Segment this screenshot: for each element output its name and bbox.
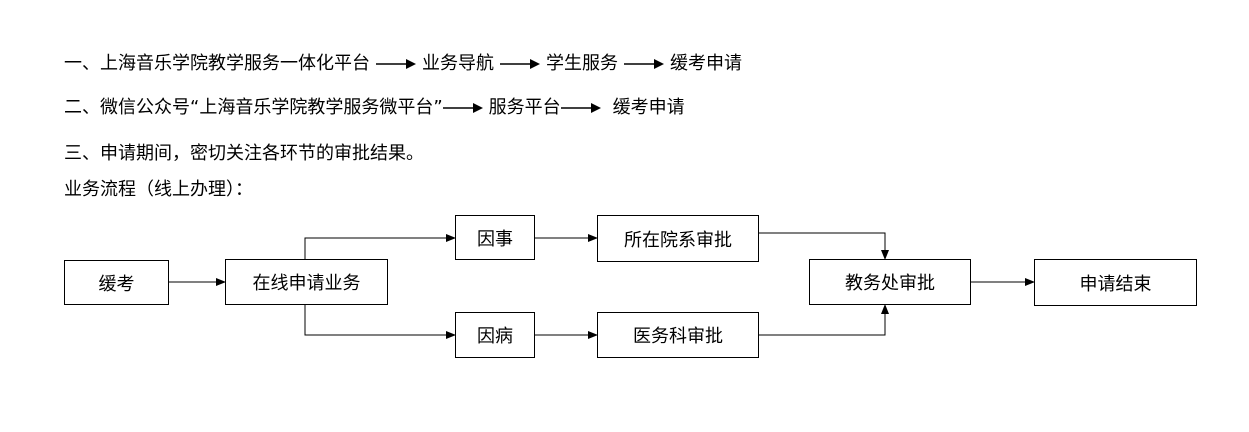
connector-apply-to-affairs: [304, 234, 456, 259]
instruction-line-2: 二、微信公众号“上海音乐学院教学服务微平台” 服务平台 缓考申请: [64, 96, 685, 120]
arrow-right-icon: [560, 102, 601, 114]
line1-step-deferral: 缓考申请: [670, 53, 742, 74]
arrow-right-icon: [500, 58, 540, 70]
flow-node-reason-illness: 因病: [455, 312, 535, 358]
instruction-line-3: 三、申请期间，密切关注各环节的审批结果。: [64, 142, 424, 166]
flow-node-end-label: 申请结束: [1079, 273, 1152, 295]
line2-step-deferral: 缓考申请: [612, 97, 685, 118]
arrow-right-icon: [376, 58, 416, 70]
line3-text: 三、申请期间，密切关注各环节的审批结果。: [64, 143, 424, 164]
flow-node-reason-affairs: 因事: [455, 215, 535, 260]
flow-node-academic-affairs-approval: 教务处审批: [809, 259, 971, 305]
line2-prefix: 二、微信公众号“上海音乐学院教学服务微平台”: [64, 97, 443, 118]
flow-node-medical-approval-label: 医务科审批: [633, 326, 723, 347]
connector-apply-to-illness: [304, 305, 456, 339]
flow-node-end: 申请结束: [1034, 259, 1197, 306]
instruction-line-1: 一、上海音乐学院教学服务一体化平台 业务导航 学生服务 缓考申请: [64, 52, 742, 76]
flow-node-reason-affairs-label: 因事: [477, 228, 513, 250]
flow-node-apply-online: 在线申请业务: [225, 259, 388, 305]
line1-step-student-service: 学生服务: [546, 53, 618, 74]
line2-step-service-platform: 服务平台: [488, 97, 561, 118]
arrow-right-icon: [442, 102, 483, 114]
flow-node-dept-approval: 所在院系审批: [597, 215, 759, 262]
flow-node-apply-online-label: 在线申请业务: [252, 273, 361, 294]
line1-step-nav: 业务导航: [422, 53, 494, 74]
connector-medical-to-academic: [759, 304, 889, 336]
arrow-right-icon: [624, 58, 664, 70]
flow-node-medical-approval: 医务科审批: [597, 312, 759, 358]
connector-dept-to-academic: [759, 232, 889, 260]
flow-node-reason-illness-label: 因病: [477, 326, 513, 347]
flow-node-academic-affairs-approval-label: 教务处审批: [845, 273, 935, 294]
line1-prefix: 一、上海音乐学院教学服务一体化平台: [64, 53, 370, 74]
flow-node-start: 缓考: [64, 260, 169, 305]
flow-title-text: 业务流程（线上办理）：: [64, 179, 253, 200]
flow-title: 业务流程（线上办理）：: [64, 178, 253, 202]
flow-node-start-label: 缓考: [98, 273, 135, 295]
flow-node-dept-approval-label: 所在院系审批: [624, 229, 732, 251]
